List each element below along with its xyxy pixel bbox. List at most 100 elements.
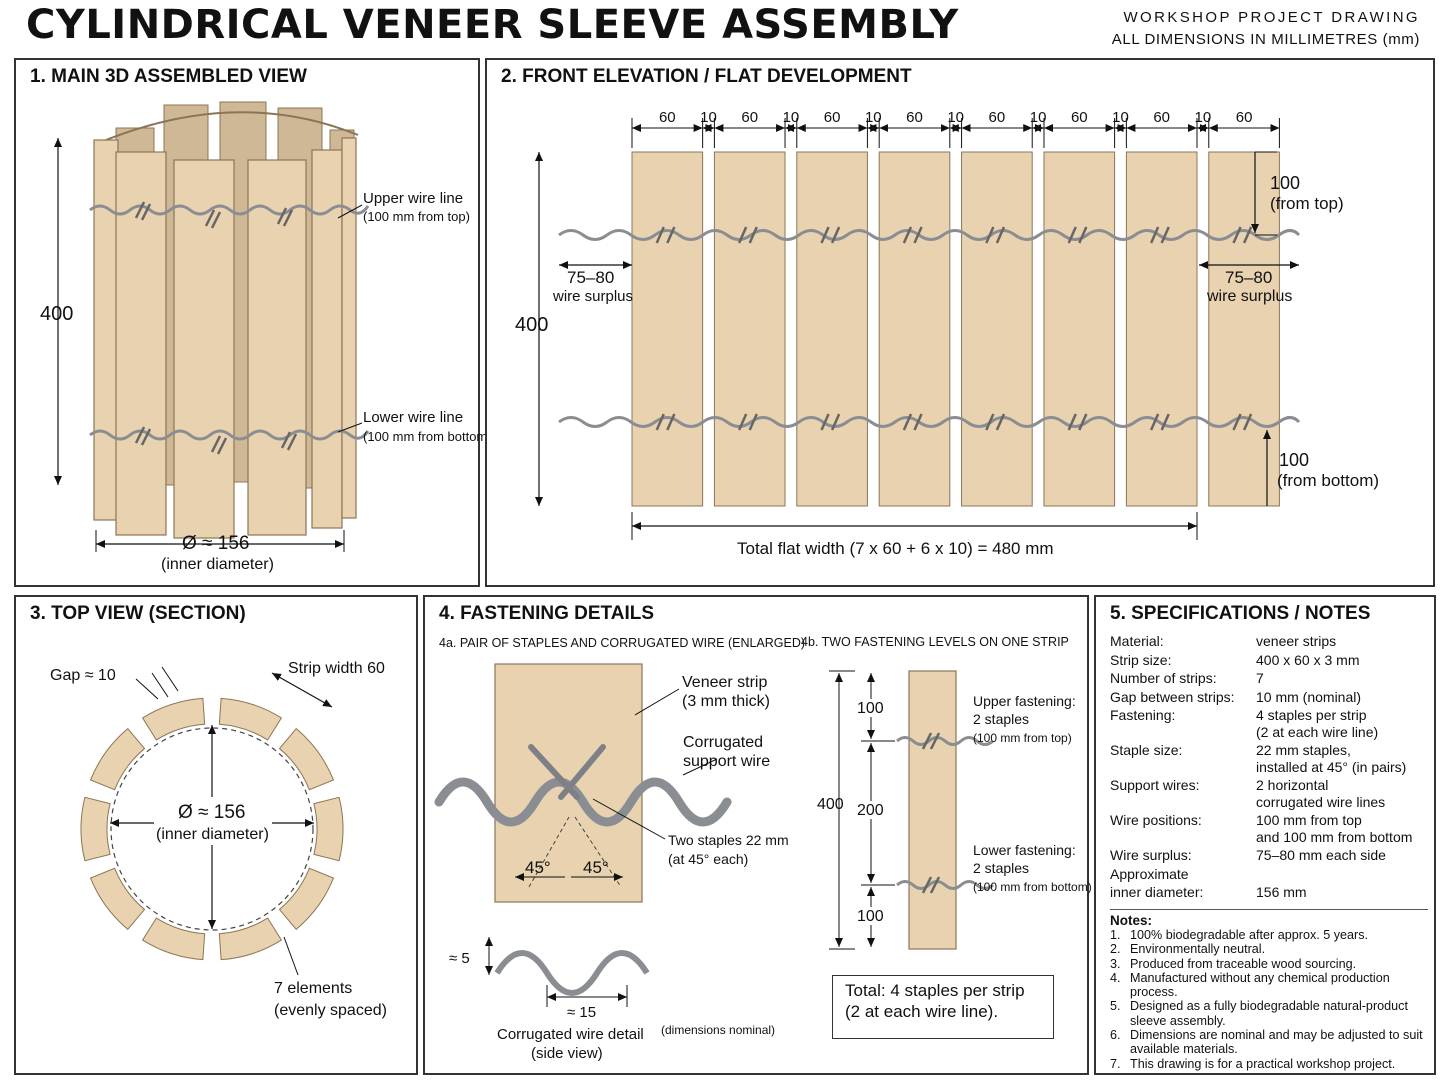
staple — [655, 226, 665, 244]
ring-segment — [89, 867, 146, 931]
flat-strip — [796, 151, 868, 507]
angle-left: 45° — [525, 858, 551, 877]
amplitude-label: ≈ 5 — [449, 950, 470, 967]
flat-strip — [713, 151, 786, 507]
width-dim-label: 60 — [1236, 109, 1253, 126]
staple — [995, 226, 1006, 244]
staple — [666, 226, 676, 244]
staples-label: Two staples 22 mm — [668, 832, 789, 848]
note-item: 2.Environmentally neutral. — [1110, 942, 1428, 956]
staples-3d — [134, 201, 298, 455]
note-number: 5. — [1110, 999, 1121, 1014]
total-width: Total flat width (7 x 60 + 6 x 10) = 480… — [737, 539, 1054, 558]
spec-label: Wire positions: — [1110, 812, 1202, 828]
spec-row: Fastening:4 staples per strip(2 at each … — [1110, 707, 1428, 740]
note-text: Dimensions are nominal and may be adjust… — [1130, 1028, 1423, 1057]
top-offset: 100 — [1270, 173, 1300, 193]
note-item: 1.100% biodegradable after approx. 5 yea… — [1110, 928, 1428, 942]
spec-label: Support wires: — [1110, 777, 1200, 793]
upper-wire-label: Upper wire line — [363, 190, 463, 207]
drawing-title: CYLINDRICAL VENEER SLEEVE ASSEMBLY — [26, 2, 959, 48]
ring-segment — [218, 697, 283, 741]
upper-fastening-label: Upper fastening: — [973, 693, 1076, 709]
staple — [902, 226, 913, 244]
spec-value-cont: and 100 mm from bottom — [1256, 828, 1413, 845]
width-dim-label: 60 — [824, 109, 841, 126]
staple — [1160, 226, 1170, 244]
bottom-offset: 100 — [1279, 450, 1309, 470]
dim-200: 200 — [857, 802, 884, 819]
width-dim-label: 10 — [700, 109, 717, 126]
lower-wire-flat — [558, 416, 1301, 428]
flat-strips — [631, 151, 1280, 507]
note-number: 2. — [1110, 942, 1121, 957]
elements-label: 7 elements — [274, 980, 352, 997]
flat-staples — [655, 226, 1253, 431]
note-text: Produced from traceable wood sourcing. — [1130, 956, 1357, 971]
upper-wire-note: (100 mm from top) — [363, 209, 470, 224]
staple — [913, 226, 923, 244]
angle-right: 45° — [583, 858, 609, 877]
spec-value: 2 horizontal — [1256, 777, 1329, 793]
staple — [737, 413, 748, 431]
panel-fastening-details: 4. FASTENING DETAILS 4a. PAIR OF STAPLES… — [423, 595, 1092, 1075]
spec-row: Number of strips:7 — [1110, 670, 1428, 687]
veneer-note: (3 mm thick) — [682, 693, 770, 710]
bottom-offset-note: (from bottom) — [1277, 471, 1379, 490]
spec-row: Staple size:22 mm staples,installed at 4… — [1110, 742, 1428, 775]
height-dim: 400 — [515, 314, 548, 336]
note-number: 1. — [1110, 928, 1121, 942]
notes-block: Notes: 1.100% biodegradable after approx… — [1110, 909, 1428, 1071]
staple — [913, 413, 923, 431]
wire-detail-label: Corrugated wire detail — [497, 1026, 644, 1043]
note-number: 7. — [1110, 1056, 1121, 1071]
width-dim-label: 60 — [1153, 109, 1170, 126]
spec-label: Number of strips: — [1110, 670, 1217, 686]
single-strip — [908, 670, 957, 950]
width-dim-label: 10 — [1112, 109, 1129, 126]
corrugated-wire-enlarged — [434, 777, 732, 827]
lower-wire-note: (100 mm from bottom) — [363, 429, 492, 444]
staple — [1149, 226, 1160, 244]
ring-segment — [141, 917, 206, 961]
spec-value: 400 x 60 x 3 mm — [1256, 651, 1360, 668]
spec-label: Strip size: — [1110, 651, 1172, 668]
spec-row: Gap between strips:10 mm (nominal) — [1110, 689, 1428, 706]
note-item: 4.Manufactured without any chemical prod… — [1110, 971, 1428, 1000]
flat-strip — [961, 151, 1033, 507]
spec-row: Material:veneer strips — [1110, 633, 1428, 650]
staple — [737, 226, 748, 244]
ring-segment — [278, 867, 335, 931]
panel-title: 1. MAIN 3D ASSEMBLED VIEW — [30, 66, 307, 87]
staple — [1242, 413, 1253, 431]
note-item: 3.Produced from traceable wood sourcing. — [1110, 957, 1428, 971]
spec-row: Strip size: 400 x 60 x 3 mm — [1110, 652, 1428, 669]
spec-value: 4 staples per strip — [1256, 707, 1367, 723]
note-text: Manufactured without any chemical produc… — [1130, 970, 1390, 1000]
height-dim: 400 — [40, 303, 73, 325]
staple-pair — [528, 744, 606, 800]
panel-title: 4. FASTENING DETAILS — [439, 603, 655, 624]
staple — [1078, 413, 1088, 431]
width-dim-label: 10 — [865, 109, 882, 126]
width-dim-label: 10 — [1195, 109, 1212, 126]
corrugated-wire-side — [494, 950, 650, 996]
panel-3d-view: 1. MAIN 3D ASSEMBLED VIEW — [14, 58, 492, 587]
total-line-2: (2 at each wire line). — [845, 1002, 999, 1021]
staple — [995, 413, 1006, 431]
width-dim-label: 10 — [947, 109, 964, 126]
top-section-drawing: Ø ≈ 156 (inner diameter) Gap ≈ 10 Strip … — [50, 660, 387, 1019]
spec-label: Fastening: — [1110, 707, 1176, 723]
note-item: 5.Designed as a fully biodegradable natu… — [1110, 999, 1428, 1028]
diameter-label: Ø ≈ 156 — [182, 533, 249, 554]
spec-label: inner diameter: — [1110, 884, 1204, 900]
total-staples-box: Total: 4 staples per strip (2 at each wi… — [832, 975, 1054, 1039]
staple — [902, 413, 913, 431]
staple — [830, 226, 841, 244]
dim-100-bottom: 100 — [857, 908, 884, 925]
width-dim-label: 10 — [1030, 109, 1047, 126]
detail-b-title: 4b. TWO FASTENING LEVELS ON ONE STRIP — [801, 635, 1069, 649]
